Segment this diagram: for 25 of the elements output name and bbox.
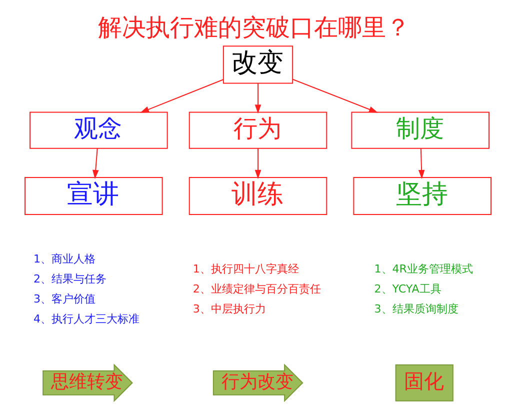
node-box: 宣讲	[24, 176, 162, 216]
node-label: 4、执行人才三大标准	[33, 312, 140, 326]
arrow	[254, 148, 261, 179]
node-box: 观念	[29, 112, 168, 149]
node-label: 2、结果与任务	[33, 272, 106, 286]
arrow	[418, 148, 424, 179]
node-box: 固化	[394, 364, 453, 402]
node-label: 1、商业人格	[33, 252, 96, 266]
node-label: 1、4R业务管理模式	[374, 262, 472, 276]
node-label: 1、执行四十八字真经	[192, 262, 298, 276]
node-box: 制度	[350, 112, 489, 149]
node-box: 改变	[222, 46, 293, 84]
arrow	[292, 78, 378, 113]
arrow	[254, 82, 261, 114]
node-label: 3、客户价值	[33, 292, 96, 306]
arrow	[140, 79, 224, 113]
node-label: 3、中层执行力	[192, 302, 266, 316]
diagram-title: 解决执行难的突破口在哪里？	[98, 13, 410, 42]
node-label: 2、业绩定律与百分百责任	[192, 282, 320, 296]
node-box: 训练	[188, 176, 327, 216]
node-label: 3、结果质询制度	[374, 302, 458, 316]
arrow	[92, 148, 98, 179]
node-label: 2、YCYA工具	[374, 282, 441, 296]
node-box: 行为	[188, 112, 327, 149]
node-box: 坚持	[352, 176, 491, 216]
